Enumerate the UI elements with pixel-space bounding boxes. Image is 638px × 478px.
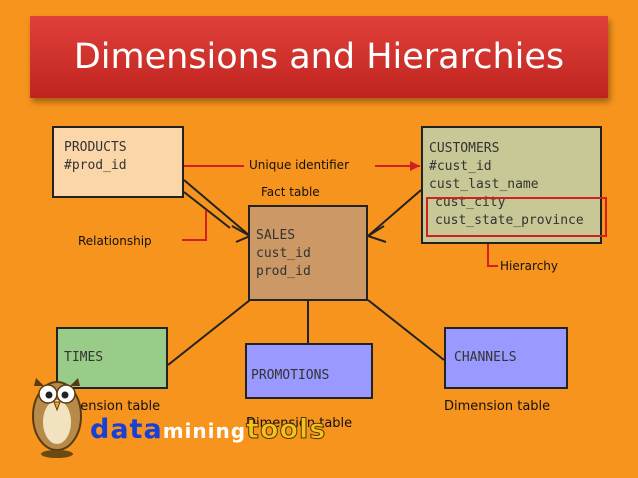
table-name: PROMOTIONS — [251, 368, 330, 383]
dataminingtools-logo: dataminingtools — [90, 414, 327, 446]
table-name: PRODUCTS — [64, 140, 127, 155]
fact-table-label: Fact table — [261, 185, 320, 199]
relationship-label: Relationship — [78, 234, 152, 248]
logo-part-data: data — [90, 414, 163, 445]
table-attribute: cust_id — [256, 246, 311, 261]
hierarchy-label: Hierarchy — [500, 259, 559, 273]
table-name: CHANNELS — [454, 350, 517, 365]
table-key: #cust_id — [429, 159, 492, 174]
owl-mascot-icon — [32, 378, 82, 458]
table-name: CUSTOMERS — [429, 141, 500, 156]
sales-table: SALES cust_id prod_id — [248, 205, 368, 301]
table-name: TIMES — [64, 350, 104, 365]
products-table: PRODUCTS #prod_id — [52, 126, 184, 198]
table-attribute: cust_last_name — [429, 177, 539, 192]
times-sales-line — [167, 299, 251, 366]
customers-sales-line — [367, 189, 422, 237]
dimension-table-label: Dimension table — [246, 416, 353, 431]
logo-part-tools: tools — [246, 414, 327, 446]
dimension-table-label: Dimension table — [444, 399, 551, 414]
slide-title-bar: Dimensions and Hierarchies — [30, 16, 608, 98]
relationship-pointer — [182, 210, 207, 241]
hierarchy-pointer — [487, 237, 498, 267]
table-attribute: prod_id — [256, 264, 311, 279]
customers-table: CUSTOMERS #cust_id cust_last_name cust_c… — [421, 126, 602, 244]
channels-sales-line — [367, 299, 445, 361]
table-name: SALES — [256, 228, 296, 243]
slide-title: Dimensions and Hierarchies — [73, 37, 565, 77]
table-key: #prod_id — [64, 158, 127, 173]
table-attribute: cust_state_province — [435, 213, 584, 228]
logo-part-mining: mining — [162, 419, 247, 443]
promotions-table: PROMOTIONS — [245, 343, 373, 399]
times-table: TIMES — [56, 327, 168, 389]
products-sales-line — [183, 179, 251, 237]
hierarchy-highlight-box — [426, 197, 607, 237]
channels-table: CHANNELS — [444, 327, 568, 389]
unique-identifier-label: Unique identifier — [249, 158, 349, 172]
